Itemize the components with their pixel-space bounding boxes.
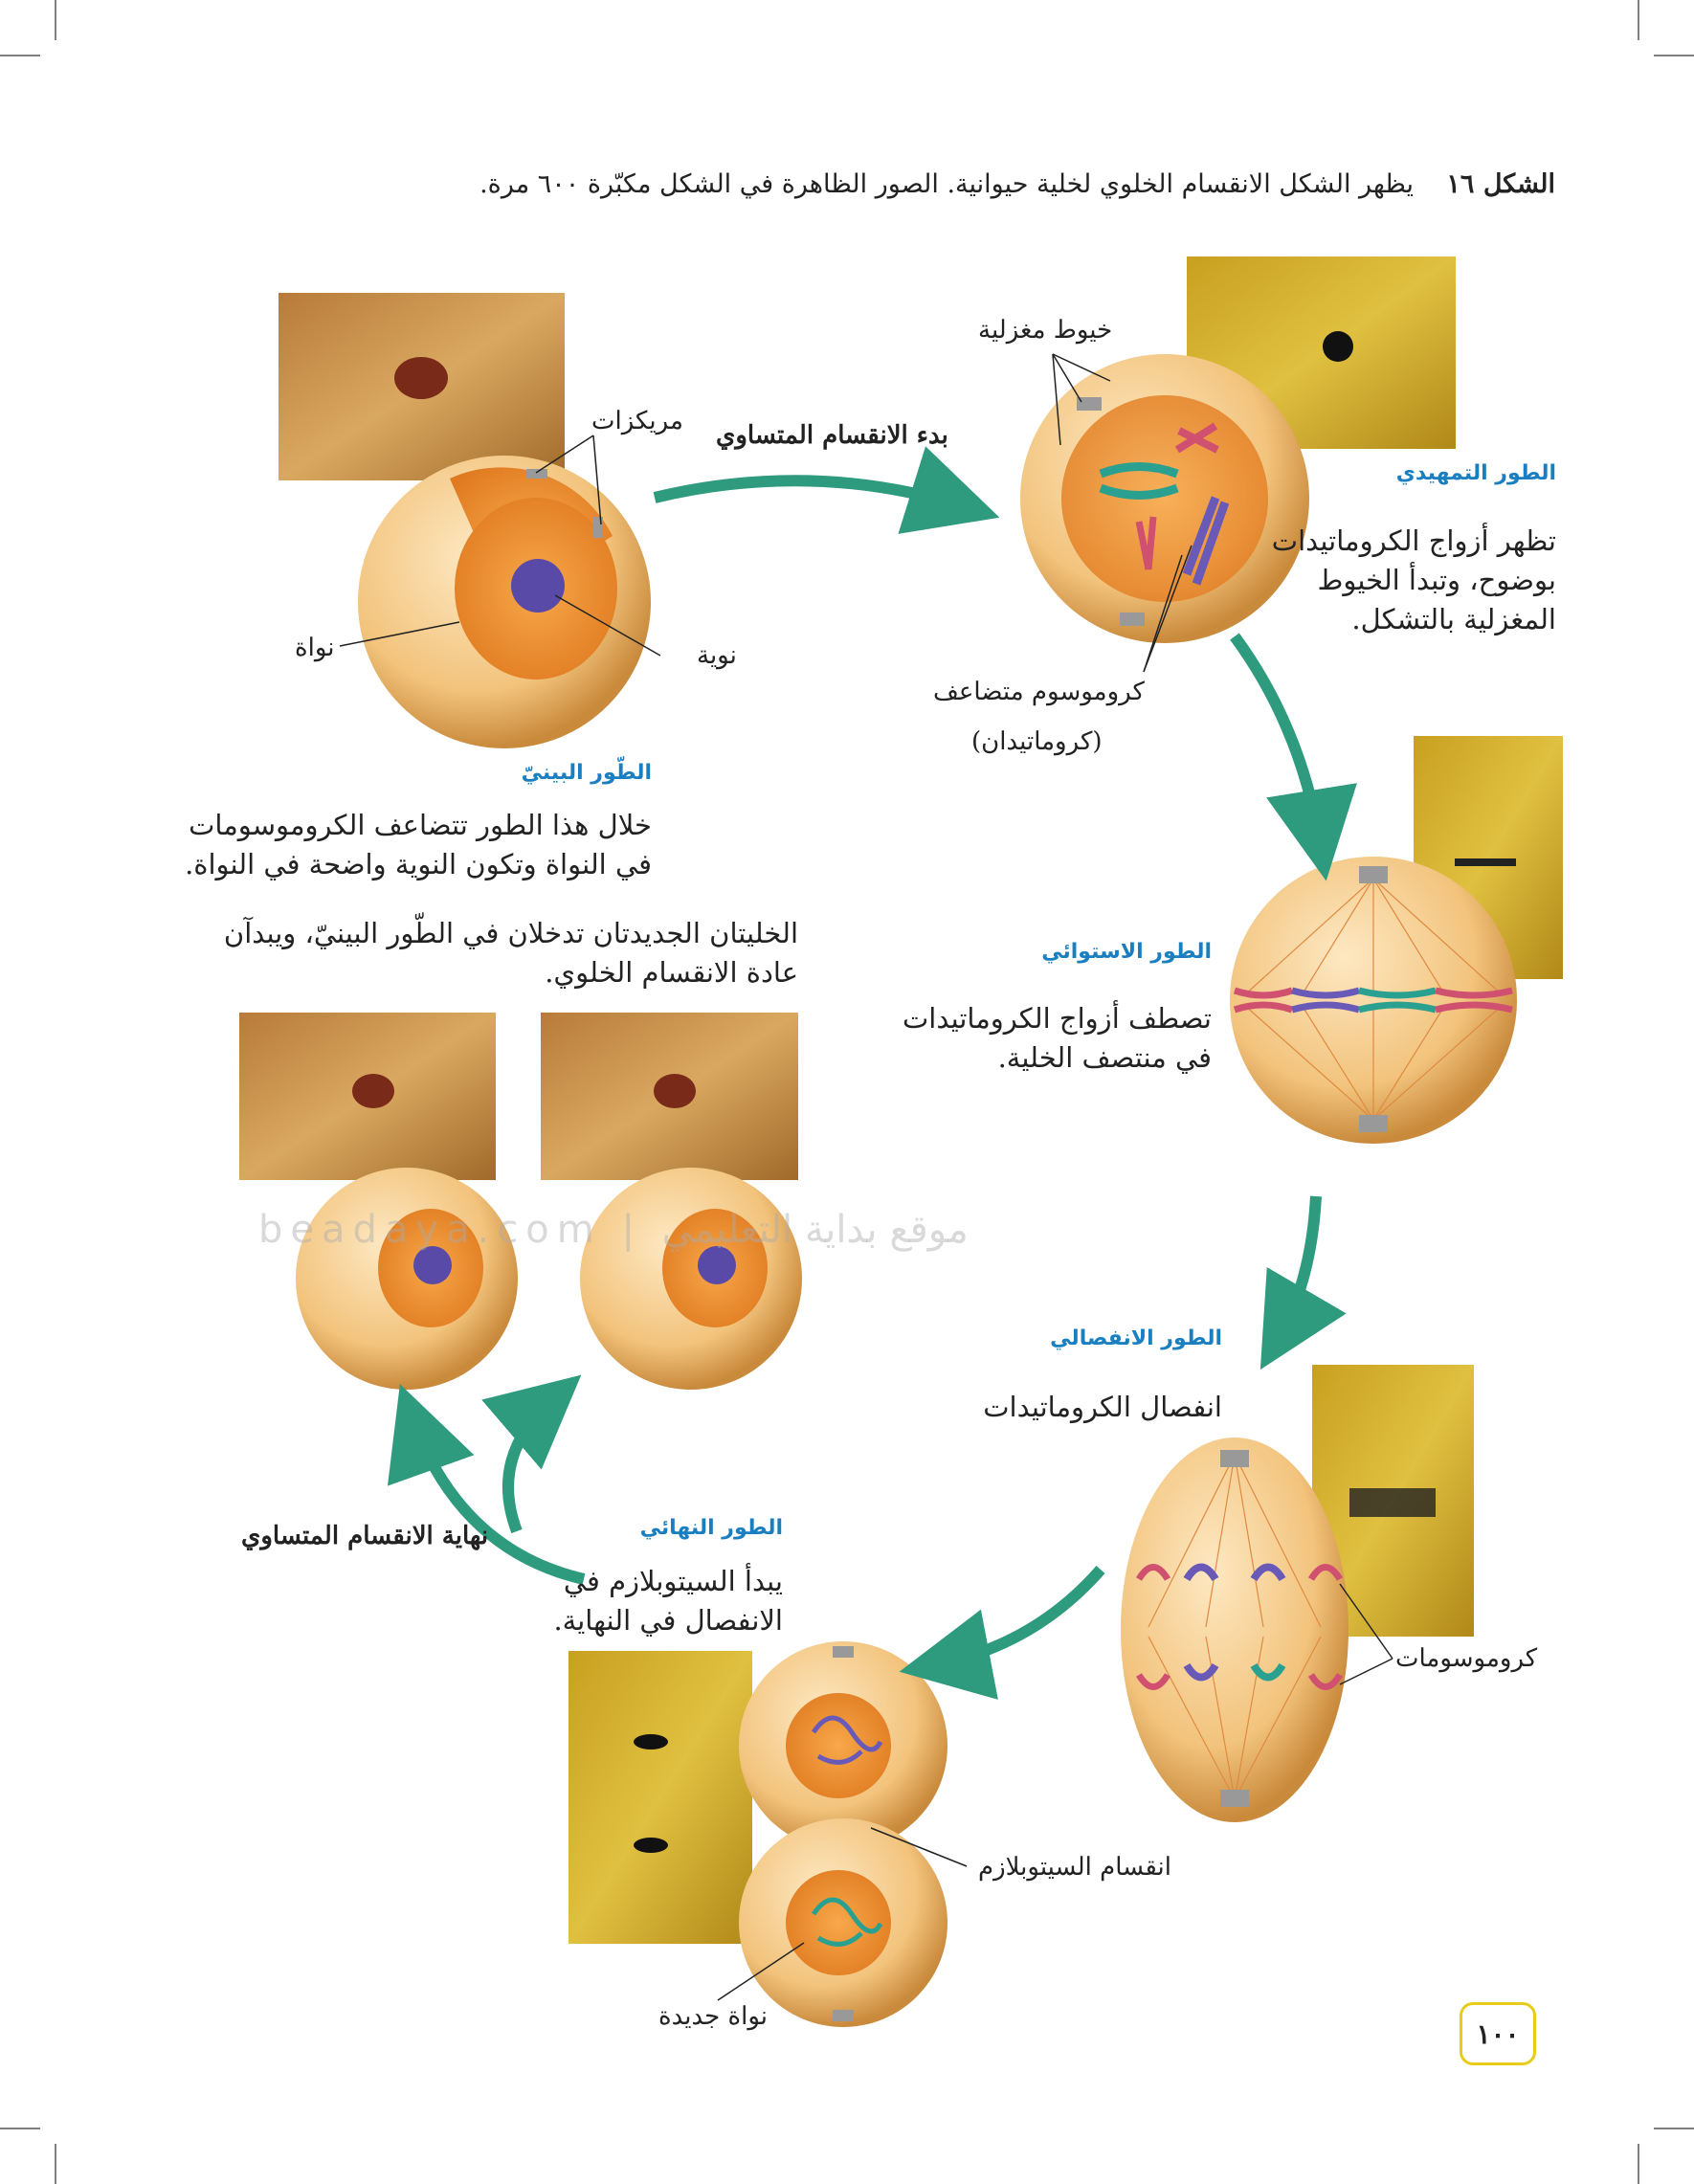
- desc-line: بوضوح، وتبدأ الخيوط: [1317, 564, 1556, 596]
- figure-label: الشكل ١٦: [1446, 169, 1555, 199]
- page-number: ١٠٠: [1460, 2002, 1536, 2065]
- label-chromatids: (كروماتيدان): [971, 727, 1103, 756]
- anaphase-cell: [1121, 1437, 1349, 1822]
- label-chromosomes: كروموسومات: [1395, 1644, 1538, 1673]
- desc-line: يبدأ السيتوبلازم في: [563, 1565, 783, 1597]
- interphase-cell: [358, 456, 651, 748]
- prophase-heading: الطور التمهيدي: [1395, 461, 1556, 485]
- arrow-prophase-to-metaphase: [1230, 633, 1357, 881]
- prophase-cell: [1020, 354, 1309, 643]
- telophase-photo: [568, 1651, 752, 1944]
- arrow-interphase-to-prophase: [653, 446, 1000, 534]
- desc-line: المغزلية بالتشكل.: [1351, 603, 1556, 635]
- arrow-telophase-to-interphase-1: [388, 1384, 586, 1585]
- desc-line: تصطف أزواج الكروماتيدات: [903, 1002, 1212, 1035]
- desc-line: تظهر أزواج الكروماتيدات: [1271, 524, 1556, 557]
- desc-line: الانفصال في النهاية.: [553, 1604, 783, 1637]
- desc-line: في النواة وتكون النوية واضحة في النواة.: [185, 848, 652, 880]
- caption-text: يظهر الشكل الانقسام الخلوي لخلية حيوانية…: [479, 169, 1415, 199]
- desc-line: عادة الانقسام الخلوي.: [545, 956, 798, 989]
- label-nucleus: نواة: [295, 634, 335, 662]
- prophase-description: تظهر أزواج الكروماتيدات بوضوح، وتبدأ الخ…: [1272, 522, 1556, 639]
- label-cytokinesis: انقسام السيتوبلازم: [978, 1853, 1171, 1882]
- interphase-heading: الطّور البينيّ: [521, 761, 652, 785]
- anaphase-heading: الطور الانفصالي: [1050, 1326, 1222, 1350]
- metaphase-description: تصطف أزواج الكروماتيدات في منتصف الخلية.: [903, 999, 1212, 1078]
- arrow-anaphase-to-telophase: [899, 1566, 1105, 1700]
- desc-line: في منتصف الخلية.: [997, 1041, 1212, 1074]
- cycle-arrows: [388, 446, 1357, 1700]
- daughter-cell-left: [296, 1168, 518, 1390]
- metaphase-cell: [1230, 857, 1517, 1144]
- label-nucleolus: نوية: [697, 641, 737, 670]
- desc-line: انفصال الكروماتيدات: [983, 1391, 1222, 1423]
- daughter-cells-description: الخليتان الجديدتان تدخلان في الطّور البي…: [224, 914, 798, 992]
- desc-line: خلال هذا الطور تتضاعف الكروموسومات: [189, 809, 652, 841]
- telophase-description: يبدأ السيتوبلازم في الانفصال في النهاية.: [553, 1562, 783, 1640]
- end-mitosis-label: نهاية الانقسام المتساوي: [241, 1522, 489, 1550]
- label-spindle-fibers: خيوط مغزلية: [978, 316, 1113, 345]
- daughter-cell-right: [580, 1168, 802, 1390]
- start-mitosis-label: بدء الانقسام المتساوي: [716, 421, 948, 450]
- figure-caption: الشكل ١٦ يظهر الشكل الانقسام الخلوي لخلي…: [479, 165, 1555, 204]
- metaphase-heading: الطور الاستوائي: [1041, 940, 1212, 964]
- interphase-description: خلال هذا الطور تتضاعف الكروموسومات في ال…: [185, 806, 652, 884]
- desc-line: الخليتان الجديدتان تدخلان في الطّور البي…: [223, 917, 798, 949]
- anaphase-description: انفصال الكروماتيدات: [983, 1388, 1222, 1427]
- label-centrioles: مريكزات: [591, 407, 683, 435]
- watermark: beadaya.com | موقع بداية التعليمي: [258, 1208, 969, 1252]
- telophase-heading: الطور النهائي: [639, 1516, 783, 1540]
- telophase-cell: [739, 1641, 947, 2027]
- arrow-metaphase-to-anaphase: [1259, 1195, 1347, 1371]
- label-new-nucleus: نواة جديدة: [658, 2002, 769, 2031]
- label-duplicated-chromosome: كروموسوم متضاعف: [933, 678, 1145, 706]
- arrow-telophase-to-interphase-2: [481, 1374, 582, 1534]
